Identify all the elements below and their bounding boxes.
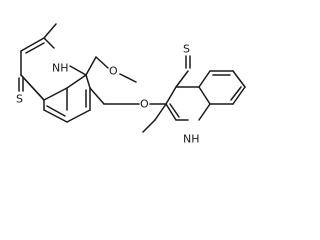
atom-label-oxygen-ether: O [140, 98, 149, 111]
atom-labels: S NH O O S NH [16, 43, 200, 146]
atom-label-sulfur-left: S [16, 93, 23, 106]
bond-lines [18, 23, 246, 133]
chemical-structure: S NH O O S NH [16, 23, 246, 146]
atom-label-sulfur-right: S [183, 43, 190, 56]
atom-label-oxygen-methoxy: O [109, 65, 118, 78]
atom-label-nh-right: NH [183, 133, 200, 146]
atom-label-nh-left: NH [52, 62, 69, 75]
